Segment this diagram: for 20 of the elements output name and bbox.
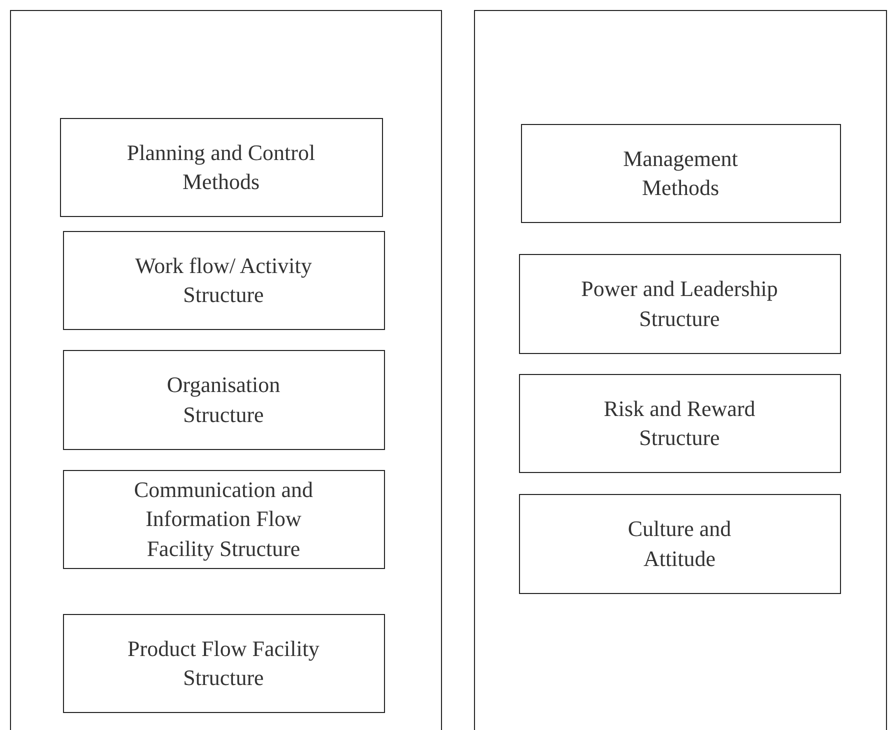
box-label: Power and Leadership Structure — [580, 275, 779, 332]
box-label: Culture and Attitude — [626, 515, 732, 572]
box-label: Organisation Structure — [166, 371, 282, 428]
text-box — [518, 374, 840, 472]
text-box — [62, 230, 384, 330]
text-box — [518, 494, 840, 594]
text-box — [60, 118, 382, 216]
box-label: Planning and Control Methods — [126, 138, 316, 196]
box-label: Risk and Reward Structure — [602, 394, 756, 452]
text-box — [62, 350, 384, 450]
panel — [10, 10, 442, 730]
text-box — [520, 124, 840, 222]
text-box — [62, 614, 384, 712]
box-label: Communication and Information Flow Facility Structure — [132, 476, 314, 563]
text-box — [62, 470, 384, 568]
box-label: Management Methods — [622, 144, 739, 202]
panel — [474, 10, 887, 730]
box-label: Product Flow Facility Structure — [126, 634, 320, 692]
box-label: Work flow/ Activity Structure — [134, 252, 313, 309]
text-box — [518, 254, 840, 354]
